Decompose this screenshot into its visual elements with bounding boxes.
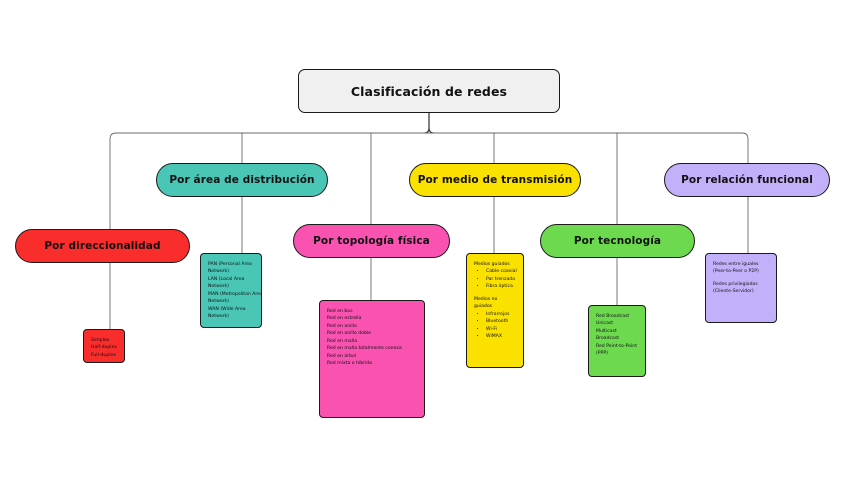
detail-line: (Cliente-Servidor)	[713, 289, 754, 295]
root-node-label: Clasificación de redes	[350, 83, 508, 99]
branch-node-relacion-funcional[interactable]: Por relación funcional	[664, 163, 830, 197]
branch-node-medio-transmision[interactable]: Por medio de transmisión	[409, 163, 581, 197]
detail-box-direccionalidad[interactable]: Simplex Half-duplex Full-duplex	[83, 329, 125, 363]
detail-line: Red Broadcast	[596, 314, 630, 319]
detail-box-topologia-fisica[interactable]: Red en bus Red en estrella Red en anillo…	[319, 300, 425, 418]
detail-list-item: Fibra óptica	[486, 283, 517, 290]
detail-line: Red mixta o híbrida	[327, 361, 373, 367]
detail-list-no-guiados: Infrarrojos Bluetooth Wi-Fi WiMAX	[481, 311, 517, 341]
branch-node-direccionalidad[interactable]: Por direccionalidad	[15, 229, 190, 263]
branch-label-direccionalidad: Por direccionalidad	[44, 240, 161, 252]
detail-line: Network)	[208, 284, 229, 290]
branch-label-tecnologia: Por tecnología	[573, 235, 662, 247]
detail-line: Unicast	[596, 321, 614, 327]
detail-line: Broadcast	[596, 336, 620, 342]
detail-line: Half-duplex	[91, 345, 118, 351]
detail-line: MAN (Metropolitan Area	[208, 291, 262, 297]
detail-list-item: Cable coaxial	[486, 268, 517, 275]
detail-line: Red en malla	[327, 338, 358, 344]
detail-list-item: Par trenzado	[486, 276, 517, 283]
detail-line: Red en bus	[327, 309, 353, 314]
detail-line: Red en anillo	[327, 323, 357, 329]
detail-line: WAN (Wide Area	[208, 306, 246, 312]
detail-line: Redes entre iguales	[713, 262, 759, 267]
detail-group-heading-cont: guiados	[474, 304, 493, 310]
detail-group-heading: Medios guiados	[474, 262, 510, 267]
root-node[interactable]: Clasificación de redes	[298, 69, 560, 113]
branch-label-area-distribucion: Por área de distribución	[169, 174, 315, 186]
detail-line: (PPP)	[596, 351, 608, 357]
detail-list-item: Wi-Fi	[486, 326, 517, 333]
detail-list-guiados: Cable coaxial Par trenzado Fibra óptica	[481, 268, 517, 290]
detail-line: Red en anillo doble	[327, 331, 371, 337]
detail-box-relacion-funcional[interactable]: Redes entre iguales (Peer-to-Peer o P2P)…	[705, 253, 777, 323]
branch-label-topologia-fisica: Por topología física	[313, 235, 430, 247]
detail-line: Red Point-to-Point	[596, 343, 638, 349]
branch-label-relacion-funcional: Por relación funcional	[681, 174, 813, 186]
detail-group-heading: Medios no	[474, 296, 498, 302]
branch-node-topologia-fisica[interactable]: Por topología física	[293, 224, 450, 258]
detail-line: Network)	[208, 314, 229, 320]
detail-list-item: WiMAX	[486, 333, 517, 340]
detail-box-medio-transmision[interactable]: Medios guiados Cable coaxial Par trenzad…	[466, 253, 524, 368]
detail-line: Multicast	[596, 328, 617, 334]
detail-line: PAN (Personal Area	[208, 262, 252, 267]
detail-line: LAN (Local Area	[208, 276, 245, 282]
detail-line: Red en estrella	[327, 316, 362, 322]
detail-line: Redes privilegiadas	[713, 281, 758, 287]
detail-line: Red en malla totalmente conexa	[327, 346, 402, 352]
detail-box-tecnologia[interactable]: Red Broadcast Unicast Multicast Broadcas…	[588, 305, 646, 377]
detail-line: Simplex	[91, 338, 110, 343]
detail-line: Network)	[208, 269, 229, 275]
detail-box-area-distribucion[interactable]: PAN (Personal Area Network) LAN (Local A…	[200, 253, 262, 328]
branch-label-medio-transmision: Por medio de transmisión	[417, 174, 573, 186]
detail-line: (Peer-to-Peer o P2P)	[713, 269, 759, 275]
detail-line: Red en árbol	[327, 353, 357, 359]
detail-line: Full-duplex	[91, 352, 116, 358]
detail-list-item: Infrarrojos	[486, 311, 517, 318]
detail-line: Network)	[208, 299, 229, 305]
branch-node-area-distribucion[interactable]: Por área de distribución	[156, 163, 328, 197]
detail-list-item: Bluetooth	[486, 318, 517, 325]
branch-node-tecnologia[interactable]: Por tecnología	[540, 224, 695, 258]
